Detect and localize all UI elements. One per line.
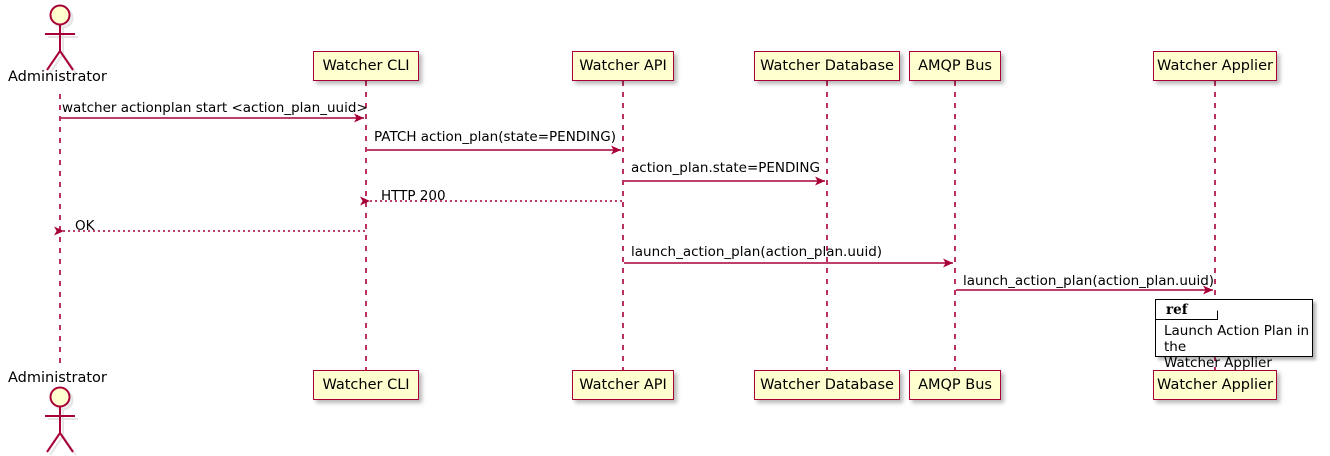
participant-label: Watcher Applier [1157, 57, 1273, 74]
participant-amqp_bus-top[interactable]: AMQP Bus [909, 51, 1001, 81]
participant-watcher_database-bottom[interactable]: Watcher Database [754, 370, 900, 400]
participant-watcher_api-bottom[interactable]: Watcher API [572, 370, 674, 400]
ref-fragment-tab-label: ref [1156, 300, 1218, 320]
participant-watcher_applier-bottom[interactable]: Watcher Applier [1153, 370, 1277, 400]
participant-amqp_bus-bottom[interactable]: AMQP Bus [909, 370, 1001, 400]
participant-watcher_cli-top[interactable]: Watcher CLI [313, 51, 419, 81]
ref-fragment-body: Launch Action Plan in the Watcher Applie… [1164, 323, 1310, 371]
participant-watcher_database-top[interactable]: Watcher Database [754, 51, 900, 81]
participant-watcher_api-top[interactable]: Watcher API [572, 51, 674, 81]
participant-watcher_applier-top[interactable]: Watcher Applier [1153, 51, 1277, 81]
participant-label: Watcher API [579, 57, 667, 74]
participant-label: Watcher Applier [1157, 376, 1273, 393]
participant-label: Watcher API [579, 376, 667, 393]
participant-label: AMQP Bus [918, 57, 992, 74]
participant-label: Watcher Database [760, 376, 894, 393]
participant-label: AMQP Bus [918, 376, 992, 393]
actor-figure-top [45, 4, 78, 74]
actor-figure-bottom [45, 386, 78, 456]
participant-watcher_cli-bottom[interactable]: Watcher CLI [313, 370, 419, 400]
participant-label: Watcher CLI [322, 376, 410, 393]
participant-label: Watcher CLI [322, 57, 410, 74]
participant-label: Watcher Database [760, 57, 894, 74]
